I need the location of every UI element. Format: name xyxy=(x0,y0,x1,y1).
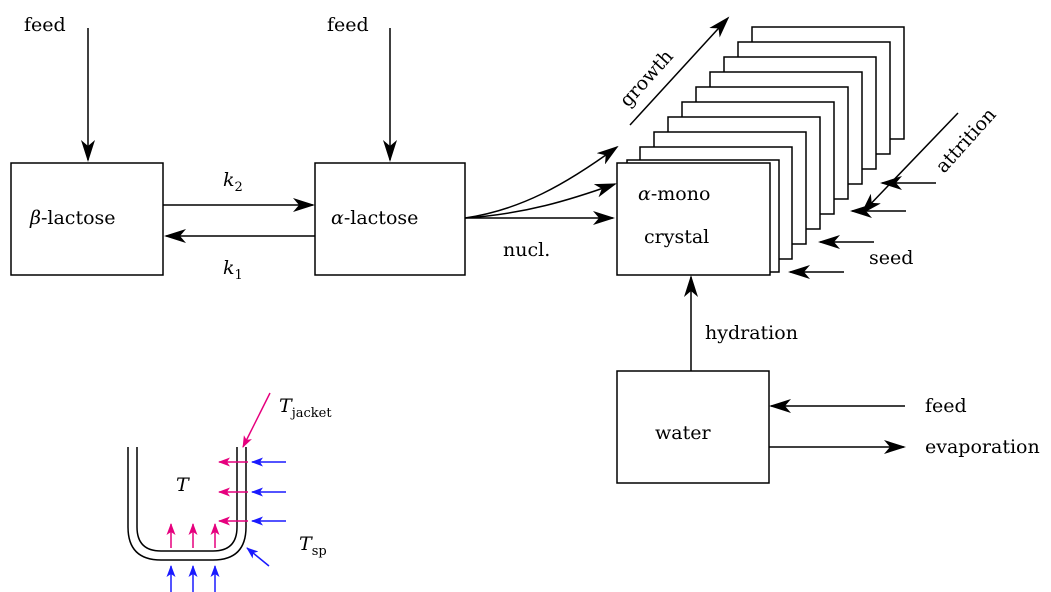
water-label: water xyxy=(655,422,711,444)
attrition-arrow xyxy=(860,112,959,215)
temperature-label: T xyxy=(176,474,190,496)
evaporation-label: evaporation xyxy=(925,436,1040,458)
feed-label-alpha: feed xyxy=(327,14,369,36)
t-jacket-arrow xyxy=(242,392,271,448)
beta-lactose-box xyxy=(10,162,164,276)
crystal-label-line1: α-mono xyxy=(638,183,710,205)
k1-label: k1 xyxy=(223,257,243,283)
nucleation-label: nucl. xyxy=(503,239,550,261)
feed-label-beta: feed xyxy=(24,14,66,36)
nucleation-arrow-1 xyxy=(464,145,619,219)
crystal-label-line2: crystal xyxy=(644,226,709,248)
water-box xyxy=(616,370,770,484)
alpha-mono-crystal-box xyxy=(616,162,771,276)
attrition-label: attrition xyxy=(931,104,1000,178)
growth-arrow xyxy=(629,16,730,126)
jacketed-vessel xyxy=(127,447,247,561)
beta-lactose-label: β-lactose xyxy=(29,207,116,229)
seed-label: seed xyxy=(869,247,913,269)
water-feed-label: feed xyxy=(925,395,967,417)
k2-label: k2 xyxy=(223,169,243,195)
t-jacket-label: Tjacket xyxy=(279,395,332,421)
growth-label: growth xyxy=(615,45,677,111)
alpha-lactose-label: α-lactose xyxy=(331,207,418,229)
hydration-label: hydration xyxy=(705,322,798,344)
alpha-lactose-box xyxy=(314,162,466,276)
nucleation-arrow-2 xyxy=(464,183,617,219)
jacket-heat-arrows xyxy=(166,457,248,548)
setpoint-arrows xyxy=(166,457,286,592)
t-setpoint-label: Tsp xyxy=(299,533,327,559)
